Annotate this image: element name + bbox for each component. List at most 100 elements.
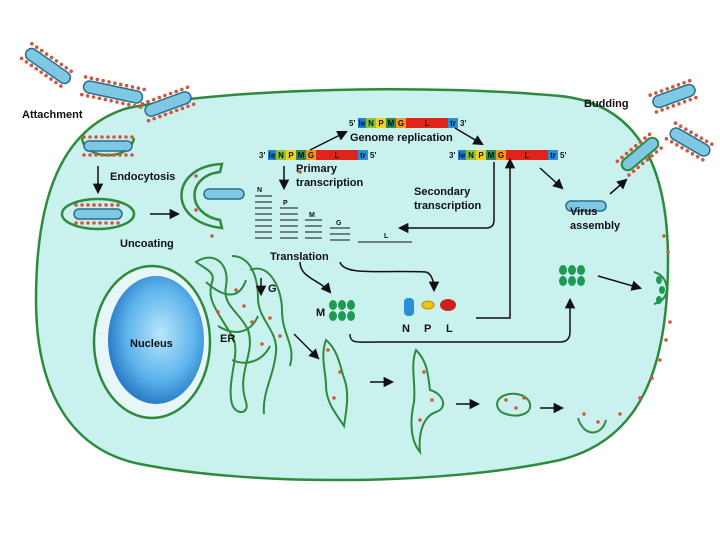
spike <box>618 412 622 416</box>
spike <box>85 94 90 98</box>
genome-segment-label-n: N <box>468 151 474 160</box>
genome-segment-label-tr: tr <box>360 151 366 160</box>
spike <box>234 288 238 292</box>
spike <box>627 173 631 177</box>
spike <box>107 80 111 84</box>
spike <box>82 153 86 157</box>
spike <box>689 130 693 135</box>
spike <box>504 398 508 402</box>
spike <box>666 250 670 254</box>
spike <box>180 106 185 111</box>
spike <box>659 89 664 93</box>
spike <box>629 147 633 152</box>
label-secondary-transcription-2: transcription <box>414 200 482 212</box>
endoplasmic-reticulum <box>194 255 293 415</box>
spike <box>194 208 198 212</box>
virions <box>24 47 711 220</box>
spike <box>113 81 117 85</box>
spike <box>74 221 78 225</box>
spike <box>699 136 704 141</box>
spike <box>132 103 137 108</box>
spike <box>242 304 246 308</box>
genome-segment-label-p: P <box>288 151 294 160</box>
spike <box>684 127 688 132</box>
genome-end-right: 3' <box>460 119 466 128</box>
genome-segment-tr <box>548 150 558 160</box>
spike <box>596 420 600 424</box>
label-nucleus: Nucleus <box>130 338 173 350</box>
glycoprotein-spikes <box>19 41 714 424</box>
spike <box>677 101 681 106</box>
genome-segment-tr <box>358 150 368 160</box>
spike <box>86 221 90 225</box>
genome-segment-m <box>386 118 396 128</box>
spike <box>671 85 675 89</box>
spike <box>695 154 700 159</box>
spike <box>146 99 150 104</box>
spike <box>636 165 640 170</box>
spike <box>163 112 168 117</box>
spike <box>140 101 145 106</box>
label-virus-assembly-1: Virus <box>570 206 597 218</box>
spike <box>685 148 690 153</box>
label-protein-g: G <box>268 283 277 295</box>
spike <box>647 132 652 137</box>
spike <box>49 55 54 60</box>
spike <box>34 66 39 71</box>
spike <box>688 97 693 102</box>
mrna-label-l: L <box>384 233 389 240</box>
genome-end-left: 3' <box>259 151 265 160</box>
spike <box>638 140 643 144</box>
spike <box>658 358 662 362</box>
spike <box>620 155 624 160</box>
genome-segment-p <box>476 150 486 160</box>
spike <box>654 110 659 114</box>
label-protein-n: N <box>402 323 410 335</box>
spike <box>110 203 114 207</box>
spike <box>88 153 92 157</box>
genome-segment-label-g: G <box>498 151 504 160</box>
genome-segment-label-l: L <box>335 151 340 160</box>
spike <box>91 95 96 99</box>
spike <box>94 135 98 139</box>
label-protein-m: M <box>316 307 325 319</box>
spike <box>664 338 668 342</box>
protein-l-shape <box>440 299 456 311</box>
spike <box>89 76 94 81</box>
spike <box>645 157 650 162</box>
spike <box>112 135 116 139</box>
genome-segment-label-p: P <box>478 151 484 160</box>
spike <box>704 139 709 144</box>
spike <box>163 93 167 98</box>
label-er: ER <box>220 333 235 345</box>
mrna-transcripts <box>255 195 412 243</box>
spike <box>158 114 162 119</box>
spike <box>59 84 63 88</box>
genome-end-left: 5' <box>349 119 355 128</box>
spike <box>69 69 73 74</box>
spike <box>44 52 49 56</box>
spike <box>191 102 196 107</box>
genome-segment-label-m: M <box>488 151 495 160</box>
spike <box>194 174 198 178</box>
spike <box>124 135 128 139</box>
spike <box>95 77 100 82</box>
spike <box>174 108 179 113</box>
spike <box>152 116 156 121</box>
genome-segment-g <box>496 150 506 160</box>
label-virus-assembly-2: assembly <box>570 220 621 232</box>
genome-segment-le <box>458 150 466 160</box>
genome-segment-label-tr: tr <box>450 119 456 128</box>
spike <box>694 133 699 138</box>
spike <box>86 203 90 207</box>
label-protein-l: L <box>446 323 453 335</box>
label-protein-p: P <box>424 323 431 335</box>
spike <box>665 106 670 110</box>
genome-segment-label-l: L <box>425 119 430 128</box>
spike <box>100 135 104 139</box>
spike <box>338 370 342 374</box>
label-endocytosis: Endocytosis <box>110 171 175 183</box>
genome-segment-label-l: L <box>525 151 530 160</box>
